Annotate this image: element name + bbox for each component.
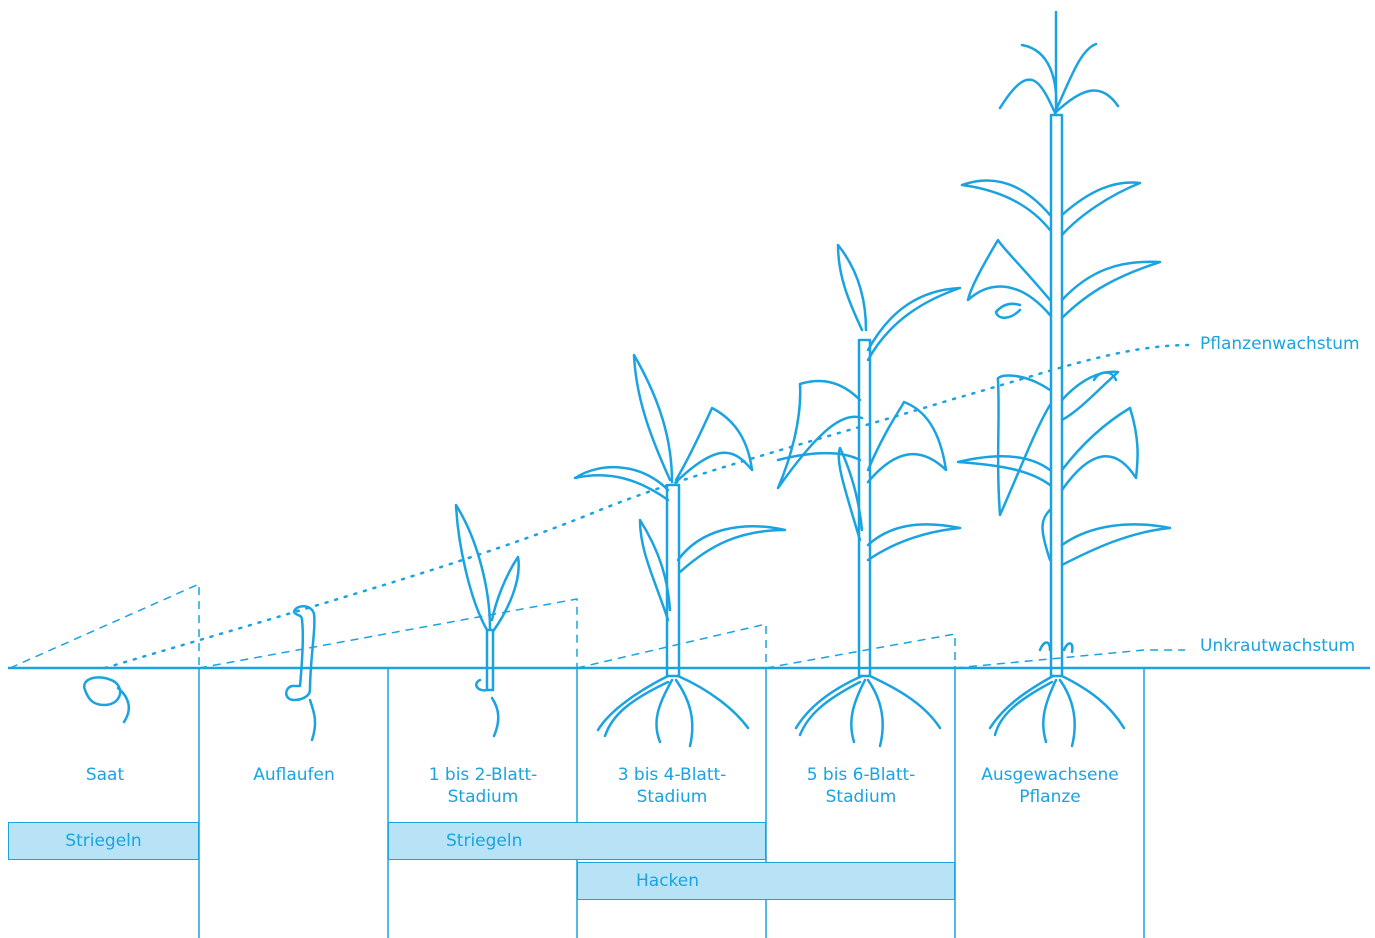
- stage-label-5-6-blatt: 5 bis 6-Blatt- Stadium: [806, 765, 916, 807]
- column-dividers: [198, 668, 1145, 938]
- plant-6-leaf-icon: [776, 243, 962, 748]
- plant-growth-curve: [103, 343, 1192, 670]
- weed-growth-curve: [9, 582, 1185, 669]
- striegeln-early-bar: Striegeln: [8, 822, 199, 860]
- striegeln-mid-bar: Striegeln: [388, 822, 766, 860]
- plant-growth-label: Pflanzenwachstum: [1200, 334, 1360, 354]
- stage-label-1-2-blatt: 1 bis 2-Blatt- Stadium: [428, 765, 538, 807]
- stage-label-auflaufen: Auflaufen: [253, 765, 335, 785]
- mature-plant-icon: [956, 10, 1172, 748]
- weed-growth-label: Unkrautwachstum: [1200, 636, 1356, 656]
- plant-2-leaf-icon: [454, 503, 520, 738]
- stage-label-3-4-blatt: 3 bis 4-Blatt- Stadium: [617, 765, 727, 807]
- stage-label-ausgewachsen: Ausgewachsene Pflanze: [981, 765, 1119, 807]
- seed-icon: [83, 676, 131, 724]
- hacken-bar: Hacken: [577, 862, 955, 900]
- stage-label-saat: Saat: [85, 765, 125, 785]
- emerging-shoot-icon: [285, 605, 317, 742]
- plant-4-leaf-icon: [573, 353, 787, 748]
